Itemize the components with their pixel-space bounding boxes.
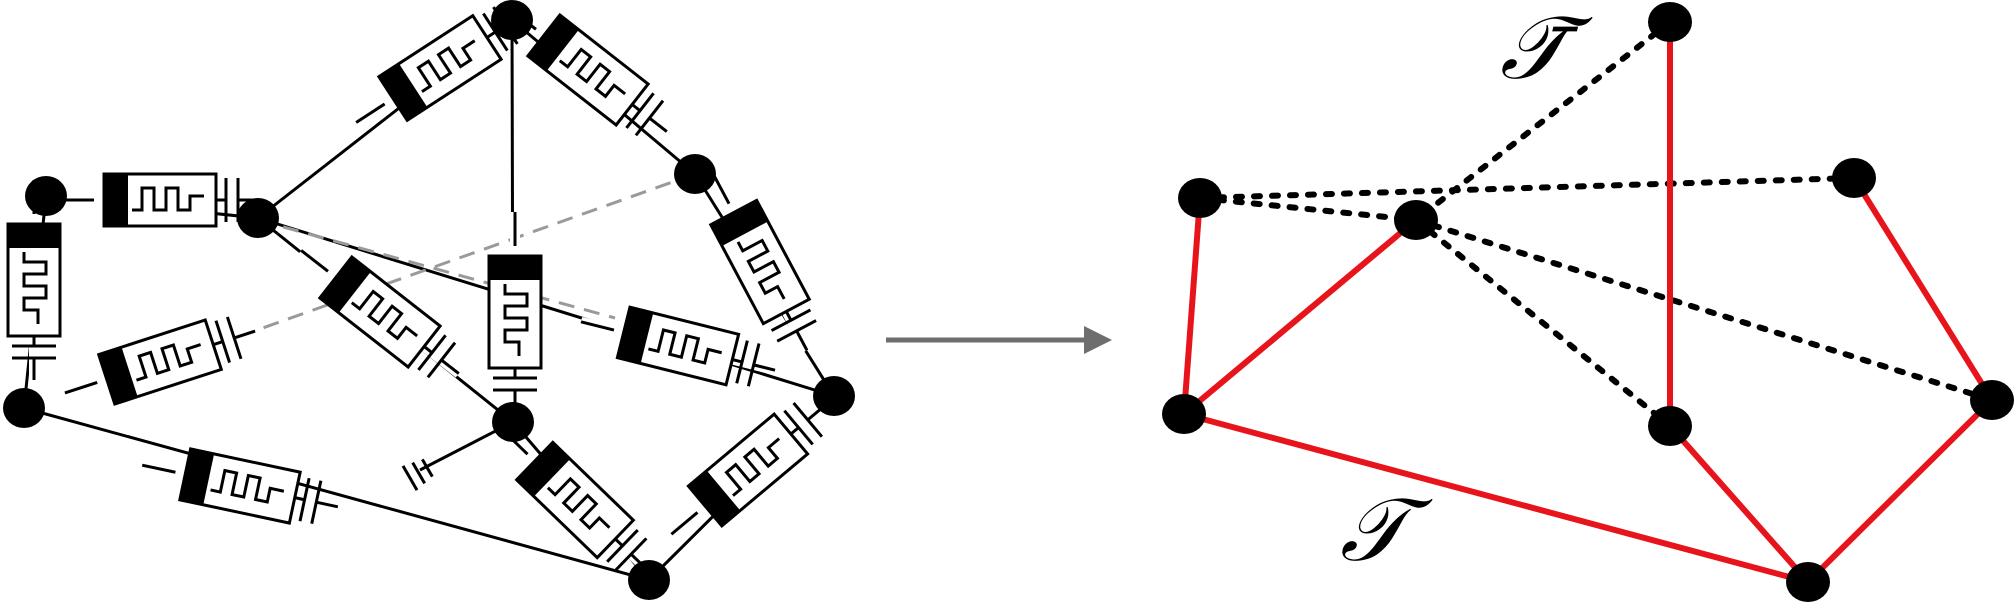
component-11 bbox=[668, 401, 828, 539]
left-node-C bbox=[674, 154, 716, 194]
spring-dashpot-icon bbox=[686, 412, 810, 528]
right-node-D bbox=[1394, 200, 1438, 240]
tree-edge-3 bbox=[1667, 424, 1811, 584]
cotree-edges bbox=[1197, 19, 1995, 429]
right-node-H bbox=[1970, 380, 2014, 420]
left-node-B bbox=[237, 198, 279, 238]
cotree-label: 𝒯̄ bbox=[1500, 0, 1593, 99]
arrow-right-icon bbox=[886, 326, 1112, 354]
right-node-G bbox=[1162, 394, 1206, 434]
left-dashed-edge-2 bbox=[257, 218, 616, 320]
right-node-A bbox=[1178, 178, 1222, 218]
spring-dashpot-icon bbox=[526, 13, 650, 127]
spring-dashpot-icon bbox=[97, 318, 223, 406]
tree-edge-1 bbox=[1182, 217, 1418, 417]
right-nodes bbox=[1162, 2, 2014, 602]
tree-edge-0 bbox=[1181, 197, 1203, 415]
cotree-edge-0 bbox=[1413, 19, 1673, 223]
spring-dashpot-icon bbox=[709, 198, 811, 326]
left-dashed-edge bbox=[214, 172, 696, 347]
cotree-edge-2 bbox=[1197, 175, 1857, 201]
spring-dashpot-icon bbox=[487, 254, 543, 370]
left-node-E bbox=[25, 176, 67, 216]
tree-label: 𝒯 bbox=[1340, 478, 1433, 581]
spring-dashpot-icon bbox=[377, 14, 503, 122]
left-node-G bbox=[3, 388, 45, 428]
tree-edges bbox=[1181, 22, 1995, 585]
right-node-C bbox=[1832, 158, 1876, 198]
tree-edge-4 bbox=[1183, 411, 1809, 585]
component-5 bbox=[63, 315, 257, 406]
component-8 bbox=[708, 171, 818, 353]
cotree-edge-3 bbox=[1413, 217, 1995, 403]
component-9 bbox=[141, 447, 339, 526]
spring-dashpot-icon bbox=[6, 222, 62, 338]
left-node-F bbox=[813, 376, 855, 416]
tree-edge-6 bbox=[1805, 397, 1995, 585]
spring-dashpot-icon bbox=[102, 172, 218, 228]
mechanical-network bbox=[3, 0, 855, 600]
right-node-F bbox=[1786, 562, 1830, 602]
component-3 bbox=[60, 172, 260, 228]
right-node-B bbox=[1648, 2, 1692, 42]
cotree-edge-1 bbox=[1197, 195, 1419, 223]
spring-dashpot-icon bbox=[318, 255, 442, 369]
right-node-E bbox=[1648, 406, 1692, 446]
tree-cotree-graph: 𝒯̄ 𝒯 bbox=[1162, 0, 2014, 602]
tree-edge-5 bbox=[1851, 176, 1995, 402]
cotree-edge-4 bbox=[1413, 217, 1673, 429]
spring-dashpot-icon bbox=[615, 305, 741, 387]
spring-dashpot-icon bbox=[178, 447, 302, 525]
left-nodes bbox=[3, 0, 855, 600]
left-node-A bbox=[491, 0, 533, 40]
left-node-D bbox=[492, 402, 534, 442]
component-7 bbox=[579, 305, 777, 388]
left-edge-BF bbox=[257, 216, 835, 398]
component-6 bbox=[298, 246, 462, 379]
spring-dashpot-icon bbox=[515, 440, 635, 560]
component-2 bbox=[487, 212, 543, 412]
ground-icon bbox=[401, 458, 434, 491]
left-edge-GH bbox=[23, 406, 650, 582]
left-components bbox=[6, 4, 828, 574]
left-node-H bbox=[628, 560, 670, 600]
